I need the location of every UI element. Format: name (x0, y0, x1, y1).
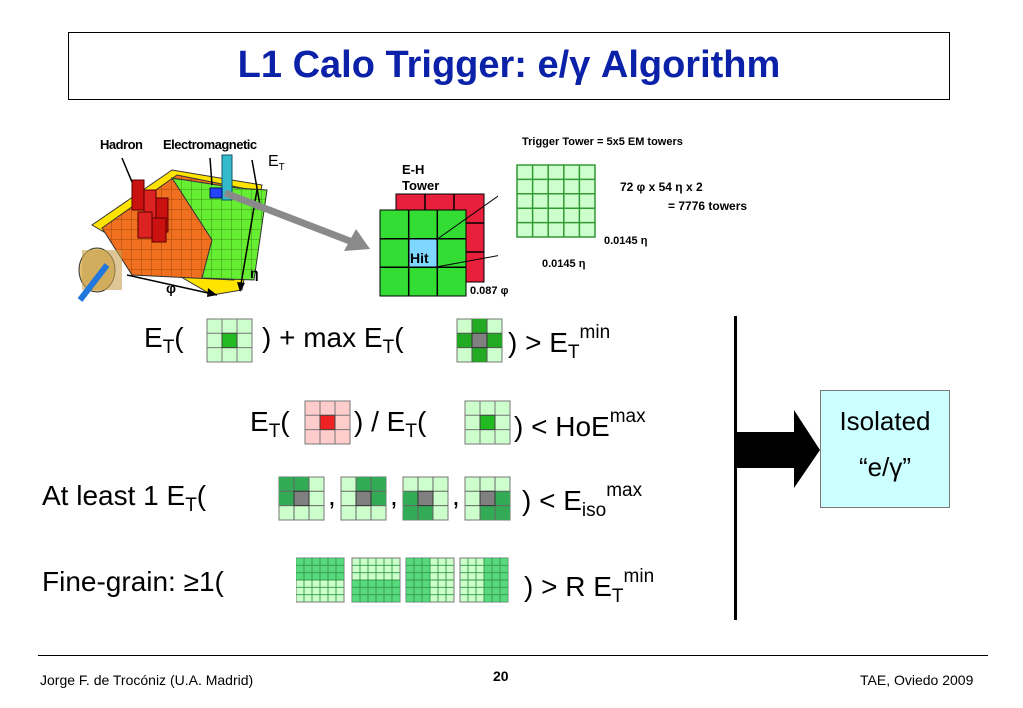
fine-grain-grids (295, 556, 516, 611)
output-arrow (736, 410, 820, 488)
eta-size-right-label: 0.0145 η (604, 235, 648, 247)
condition-4-right: ) > R ETmin (524, 566, 655, 607)
condition-3-left: At least 1 ET( (42, 480, 207, 516)
footer-event: TAE, Oviedo 2009 (860, 672, 974, 688)
et-axis-label: ET (268, 153, 285, 174)
eh-tower-label: E-H Tower (402, 162, 440, 193)
condition-3-grid-a (278, 476, 325, 521)
fine-grain-grid-4 (459, 557, 509, 603)
isolated-label: Isolated (839, 406, 931, 436)
condition-3-sep-2: , (390, 480, 398, 511)
page-title: L1 Calo Trigger: e/γ Algorithm (237, 44, 781, 86)
fine-grain-grid-1 (295, 557, 345, 603)
phi-axis-label: φ (166, 280, 177, 296)
tower-count-line2: = 7776 towers (668, 199, 748, 213)
condition-1-right: ) > ETmin (508, 322, 611, 363)
condition-1-grid-b (456, 318, 503, 363)
eta-size-bottom-label: 0.0145 η (542, 258, 586, 270)
condition-2-grid-a (304, 400, 351, 445)
title-box (68, 32, 950, 100)
footer-rule (38, 655, 988, 656)
vertical-divider (734, 316, 737, 620)
condition-2-grid-b (464, 400, 511, 445)
trigger-tower-definition: Trigger Tower = 5x5 EM towers (522, 136, 683, 148)
condition-3-sep-3: , (452, 480, 460, 511)
condition-3-grid-b (340, 476, 387, 521)
condition-4-left: Fine-grain: ≥1( (42, 566, 224, 597)
zoom-arrow (223, 189, 370, 251)
condition-1-left: ET( (144, 322, 184, 358)
em-tower-grid (516, 164, 596, 238)
condition-3-grid-d (464, 476, 511, 521)
fine-grain-grid-2 (351, 557, 401, 603)
isolated-output-box (820, 390, 950, 508)
isolated-symbol: “e/γ” (859, 452, 911, 482)
calorimeter-illustration (77, 154, 268, 302)
condition-2-right: ) < HoEmax (514, 406, 646, 442)
footer-author: Jorge F. de Trocóniz (U.A. Madrid) (40, 672, 254, 688)
fine-grain-grid-3 (405, 557, 455, 603)
condition-3-grid-c (402, 476, 449, 521)
condition-3-right: ) < Eisomax (522, 480, 643, 521)
condition-3-sep-1: , (328, 480, 336, 511)
hit-label: Hit (410, 250, 429, 266)
page-number: 20 (493, 668, 509, 684)
eh-tower-diagram (379, 193, 498, 297)
condition-2-middle: ) / ET( (354, 406, 427, 442)
tower-count-line1: 72 φ x 54 η x 2 (620, 180, 703, 194)
condition-1-middle: ) + max ET( (262, 322, 404, 358)
condition-1-grid-a (206, 318, 253, 363)
phi-size-label: 0.087 φ (470, 285, 509, 297)
condition-2-left: ET( (250, 406, 290, 442)
eta-axis-label: η (250, 265, 259, 281)
hadron-label: Hadron (100, 137, 143, 152)
electromagnetic-label: Electromagnetic (163, 137, 257, 152)
